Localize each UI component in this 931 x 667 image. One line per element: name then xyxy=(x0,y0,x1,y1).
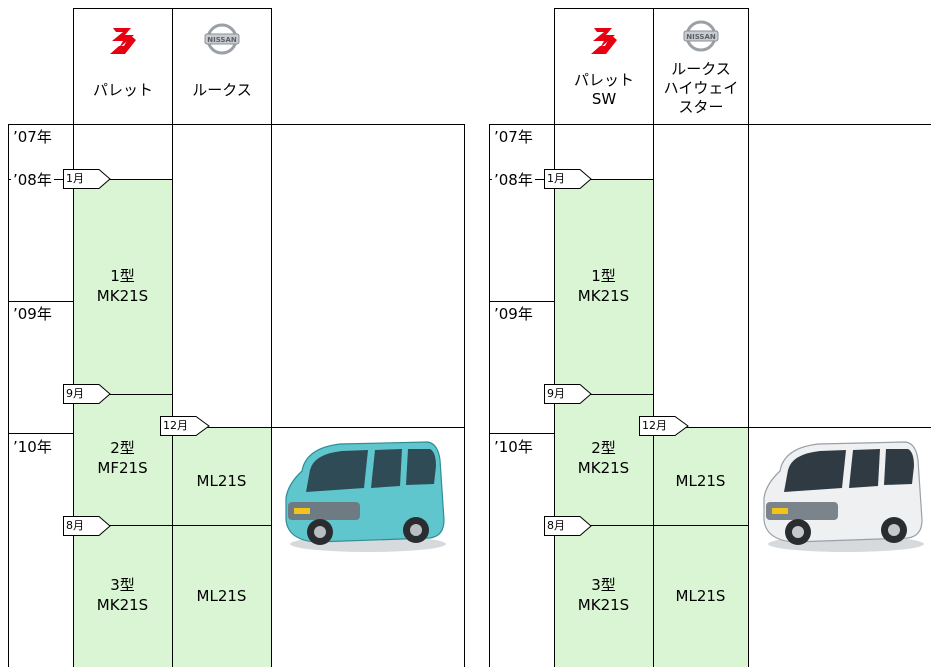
model-code: MK21S xyxy=(577,596,630,614)
month-marker: 12月 xyxy=(160,416,210,436)
month-label: 8月 xyxy=(547,519,565,532)
grid-line xyxy=(172,8,173,667)
grid-line xyxy=(172,427,465,428)
model-code: ML21S xyxy=(196,587,247,605)
grid-line xyxy=(8,124,9,667)
suzuki-model-name: パレット xyxy=(92,81,153,99)
nissan-logo: NISSAN xyxy=(682,20,720,52)
model-code: MK21S xyxy=(96,287,149,305)
model-block-gen2 xyxy=(73,394,172,525)
model-code: ML21S xyxy=(675,472,726,490)
model-code: MF21S xyxy=(97,459,148,477)
model-block-nissan-1 xyxy=(172,427,271,525)
svg-text:NISSAN: NISSAN xyxy=(686,33,716,41)
model-block-gen3 xyxy=(554,525,653,667)
model-code: ML21S xyxy=(196,472,247,490)
nissan-logo: NISSAN xyxy=(203,23,241,55)
generation-label: 2型 xyxy=(591,439,616,457)
month-label: 8月 xyxy=(66,519,84,532)
model-code: MK21S xyxy=(577,287,630,305)
month-marker: 8月 xyxy=(544,516,592,536)
grid-line xyxy=(489,124,931,125)
month-marker: 8月 xyxy=(63,516,111,536)
grid-line xyxy=(554,8,555,667)
generation-label: 1型 xyxy=(591,267,616,285)
svg-text:NISSAN: NISSAN xyxy=(207,36,237,44)
model-block-nissan-2 xyxy=(172,525,271,667)
model-block-nissan-1 xyxy=(653,427,748,525)
model-block-gen2 xyxy=(554,394,653,525)
nissan-model-name-line3: スター xyxy=(678,98,724,116)
timeline-panel-palette: NISSAN パレット ルークス ’07年 ’08年 ’09年 ’10年 1月 … xyxy=(8,8,465,667)
generation-label: 3型 xyxy=(591,576,616,594)
grid-line xyxy=(73,394,173,395)
model-code: MK21S xyxy=(577,459,630,477)
grid-line xyxy=(8,301,74,302)
month-label: 9月 xyxy=(66,387,84,400)
month-label: 9月 xyxy=(547,387,565,400)
grid-line xyxy=(489,301,555,302)
model-code: ML21S xyxy=(675,587,726,605)
model-block-nissan-2 xyxy=(653,525,748,667)
grid-line xyxy=(73,525,272,526)
year-label: ’08年 xyxy=(492,171,535,189)
model-block-gen1 xyxy=(73,179,172,394)
month-label: 12月 xyxy=(642,419,667,432)
nissan-model-name: ルークス xyxy=(192,81,252,99)
month-label: 12月 xyxy=(163,419,188,432)
nissan-model-name-line2: ハイウェイ xyxy=(663,79,739,97)
grid-line xyxy=(464,124,465,667)
grid-line xyxy=(748,8,749,667)
year-label: ’10年 xyxy=(492,438,535,456)
month-label: 1月 xyxy=(66,172,84,185)
grid-line xyxy=(73,8,272,9)
year-label: ’09年 xyxy=(492,305,535,323)
nissan-model-name-line1: ルークス xyxy=(671,60,731,78)
generation-label: 2型 xyxy=(110,439,135,457)
grid-line xyxy=(653,8,654,667)
month-marker: 1月 xyxy=(544,169,592,189)
year-label: ’08年 xyxy=(11,171,54,189)
model-block-gen1 xyxy=(554,179,653,394)
grid-line xyxy=(8,124,465,125)
month-marker: 12月 xyxy=(639,416,689,436)
model-block-gen3 xyxy=(73,525,172,667)
white-minivan-image xyxy=(758,436,928,554)
grid-line xyxy=(554,525,749,526)
month-label: 1月 xyxy=(547,172,565,185)
suzuki-logo xyxy=(587,26,621,56)
suzuki-model-name-line2: SW xyxy=(591,90,617,108)
year-label: ’07年 xyxy=(11,128,54,146)
grid-line xyxy=(73,8,74,667)
month-marker: 9月 xyxy=(544,384,592,404)
year-label: ’07年 xyxy=(492,128,535,146)
generation-label: 3型 xyxy=(110,576,135,594)
month-marker: 9月 xyxy=(63,384,111,404)
timeline-panel-palette-sw: NISSAN パレット SW ルークス ハイウェイ スター ’07年 ’08年 … xyxy=(481,0,931,667)
year-label: ’10年 xyxy=(11,438,54,456)
month-marker: 1月 xyxy=(63,169,111,189)
suzuki-model-name-line1: パレット xyxy=(573,71,634,89)
grid-line xyxy=(554,394,654,395)
year-label: ’09年 xyxy=(11,305,54,323)
generation-label: 1型 xyxy=(110,267,135,285)
grid-line xyxy=(653,427,931,428)
grid-line xyxy=(271,8,272,667)
grid-line xyxy=(489,433,555,434)
grid-line xyxy=(554,8,749,9)
model-code: MK21S xyxy=(96,596,149,614)
teal-minivan-image xyxy=(280,436,450,554)
suzuki-logo xyxy=(106,26,140,56)
grid-line xyxy=(489,124,490,667)
grid-line xyxy=(8,433,74,434)
